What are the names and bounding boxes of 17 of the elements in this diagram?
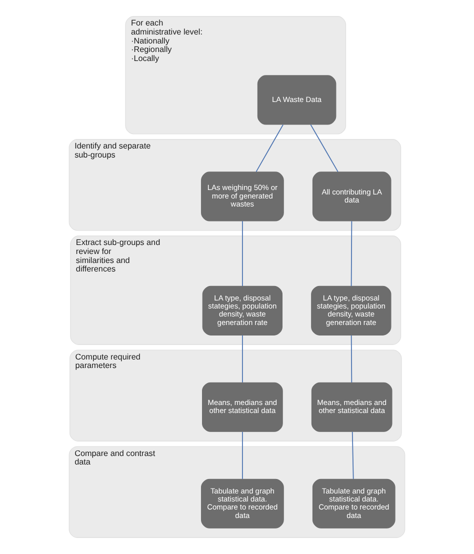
connector <box>350 220 352 287</box>
connector <box>310 124 338 172</box>
connector <box>242 220 243 287</box>
connector <box>242 334 243 383</box>
node-box: LAs weighing 50% or more of generated wastes <box>200 172 284 222</box>
node-box: LA Waste Data <box>257 75 336 125</box>
connector <box>242 431 243 480</box>
connector <box>350 334 352 383</box>
connector <box>352 431 354 480</box>
node-box: All contributing LA data <box>312 172 392 222</box>
node-box: Tabulate and graph statistical data. Compare to recorded data <box>312 478 396 528</box>
node-box: Means, medians and other statistical data <box>311 382 392 432</box>
node-box: Means, medians and other statistical data <box>202 382 283 432</box>
node-box: LA type, disposal stategies, population density, waste generation rate <box>202 286 283 336</box>
node-box: LA type, disposal stategies, population density, waste generation rate <box>311 286 392 336</box>
node-box: Tabulate and graph statistical data. Compare to recorded data <box>200 478 284 528</box>
connector <box>256 124 284 172</box>
